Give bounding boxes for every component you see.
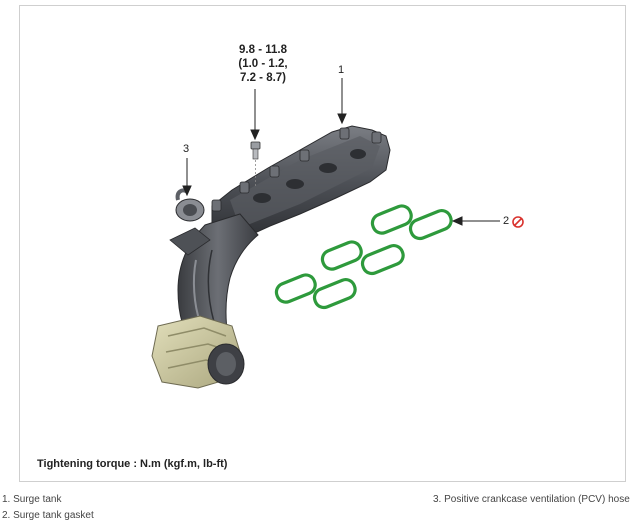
- throttle-body: [151, 315, 245, 389]
- leader-lines: [182, 78, 500, 226]
- callout-2: 2: [503, 215, 510, 227]
- legend-item-3: 3. Positive crankcase ventilation (PCV) …: [433, 494, 630, 505]
- surge-tank-gasket: [274, 204, 453, 310]
- surge-tank: [211, 125, 391, 241]
- tightening-torque-note: Tightening torque : N.m (kgf.m, lb-ft): [37, 458, 228, 470]
- callout-3: 3: [183, 143, 190, 155]
- torque-spec-line-2: (1.0 - 1.2,: [238, 58, 288, 70]
- legend-item-2: 2. Surge tank gasket: [2, 510, 94, 521]
- torque-spec-label: 9.8 - 11.8 (1.0 - 1.2, 7.2 - 8.7): [226, 43, 300, 85]
- torque-spec-line-3: 7.2 - 8.7): [239, 72, 287, 84]
- bolt-icon: [250, 141, 261, 186]
- legend-item-1: 1. Surge tank: [2, 494, 62, 505]
- no-reuse-icon: [512, 216, 524, 228]
- diagram-frame: [19, 5, 626, 482]
- intake-runner: [169, 213, 259, 346]
- callout-1: 1: [338, 64, 345, 76]
- torque-spec-line-1: 9.8 - 11.8: [239, 44, 287, 56]
- pcv-hose-fitting: [175, 188, 205, 222]
